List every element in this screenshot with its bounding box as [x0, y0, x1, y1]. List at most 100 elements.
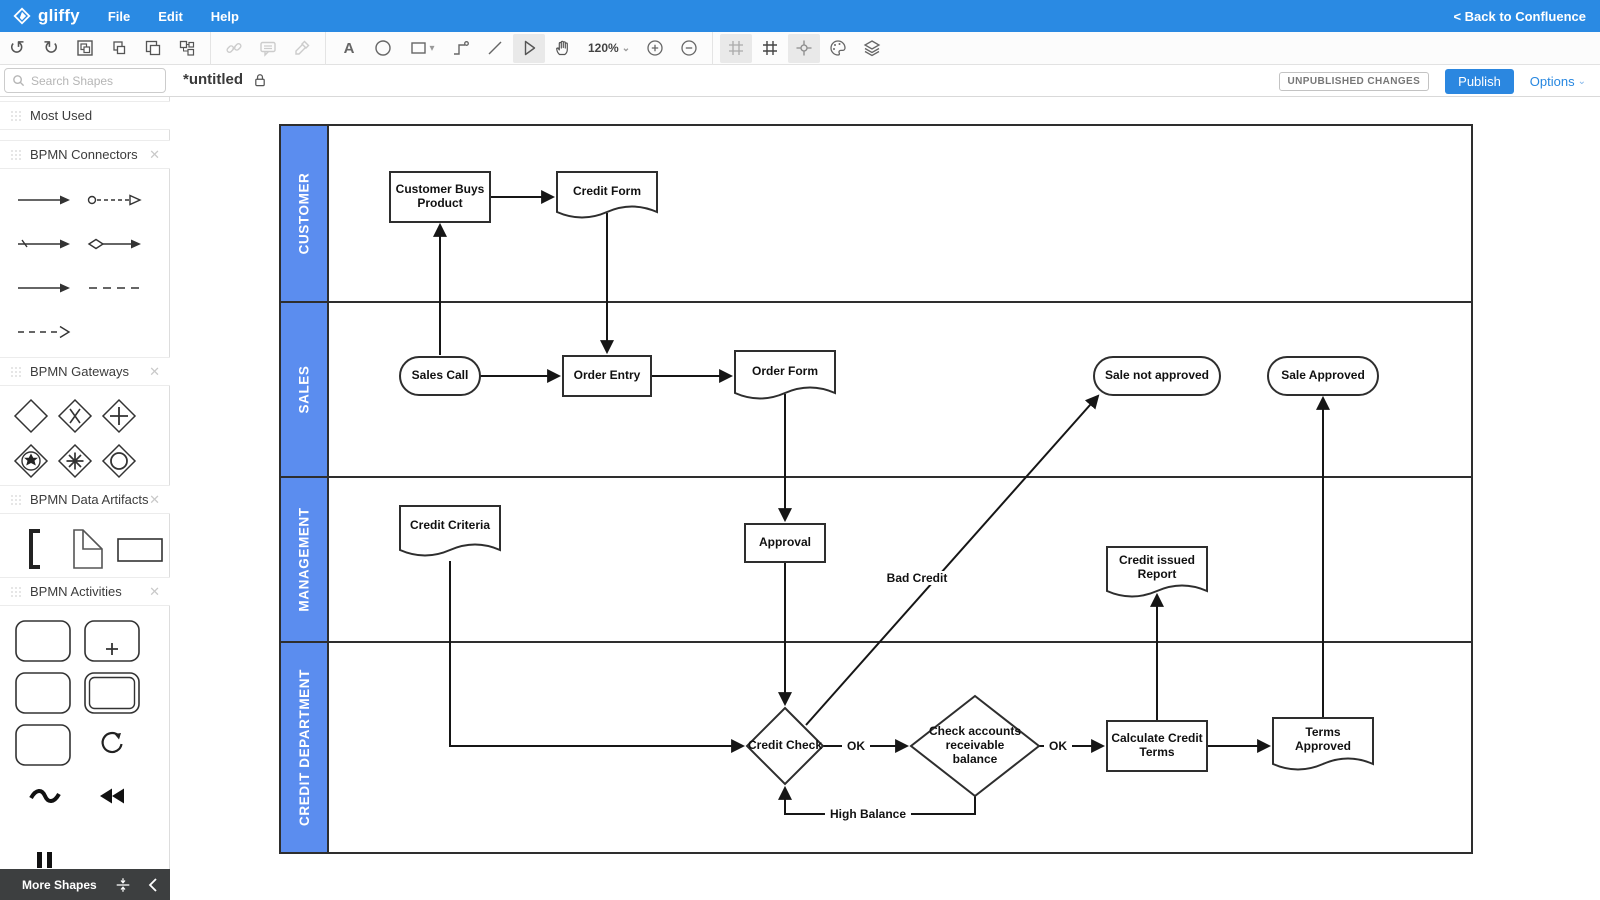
grid-dark-icon[interactable]	[754, 34, 786, 63]
shape-gateway-complex[interactable]	[57, 443, 93, 479]
close-section-icon[interactable]: ✕	[149, 146, 160, 162]
search-input[interactable]	[4, 68, 166, 93]
back-to-confluence-link[interactable]: < Back to Confluence	[1453, 8, 1586, 24]
layers-icon[interactable]	[856, 34, 888, 63]
lane-header-customer[interactable]	[279, 124, 329, 303]
sidebar-section-most-used[interactable]: Most Used	[0, 101, 170, 130]
sidebar-section-bpmn-data-artifacts[interactable]: BPMN Data Artifacts ✕	[0, 485, 170, 514]
node-credit-issued-report[interactable]	[1106, 546, 1208, 598]
lane-header-credit-department[interactable]	[279, 641, 329, 854]
menu-help[interactable]: Help	[210, 8, 239, 24]
shape-connector-dashed-arrow[interactable]	[15, 322, 73, 342]
menu-file[interactable]: File	[107, 8, 131, 24]
node-customer-buys-product[interactable]	[389, 171, 491, 223]
shape-connector-sequence-flow[interactable]	[15, 278, 73, 298]
collapse-sections-icon[interactable]	[114, 876, 132, 894]
theme-palette-icon[interactable]	[822, 34, 854, 63]
shape-library-sidebar: Most Used BPMN Connectors ✕ BPMN Gateway…	[0, 97, 170, 900]
node-order-form[interactable]	[734, 350, 836, 400]
eyedropper-icon[interactable]	[286, 34, 318, 63]
node-terms-approved[interactable]	[1272, 717, 1374, 771]
gliffy-logo[interactable]: gliffy	[12, 6, 80, 26]
node-credit-check[interactable]	[745, 706, 825, 786]
node-credit-form[interactable]	[556, 171, 658, 219]
node-credit-criteria[interactable]	[399, 505, 501, 557]
lock-icon[interactable]	[253, 72, 267, 88]
close-section-icon[interactable]: ✕	[149, 491, 160, 507]
text-tool-icon[interactable]: A	[343, 39, 355, 57]
shape-connector-solid-arrow[interactable]	[15, 190, 73, 210]
shape-gateway-exclusive-x[interactable]	[57, 398, 93, 434]
zoom-out-icon[interactable]	[673, 34, 705, 63]
diagram-canvas[interactable]: CUSTOMER SALES MANAGEMENT CREDIT DEPARTM…	[170, 97, 1600, 900]
close-section-icon[interactable]: ✕	[149, 363, 160, 379]
shape-task[interactable]	[14, 619, 72, 663]
menu-bar: File Edit Help	[108, 9, 239, 24]
undo-icon[interactable]: ↺	[9, 37, 25, 59]
shape-connector-association[interactable]	[86, 278, 144, 298]
shape-connector-default-flow[interactable]	[86, 234, 144, 254]
shape-gateway-exclusive[interactable]	[13, 398, 49, 434]
toolbar-separator	[210, 31, 211, 65]
shape-annotation-rect[interactable]	[116, 537, 164, 563]
sidebar-section-bpmn-connectors[interactable]: BPMN Connectors ✕	[0, 140, 170, 169]
snap-icon[interactable]	[788, 33, 821, 63]
ungroup-icon[interactable]	[103, 34, 135, 63]
collapse-panel-chevron-icon[interactable]	[146, 877, 160, 893]
shape-gateway-event-based[interactable]	[13, 443, 49, 479]
shape-data-object[interactable]	[68, 528, 106, 570]
drag-handle-icon[interactable]	[10, 585, 22, 598]
more-shapes-bar[interactable]: More Shapes	[0, 869, 170, 900]
connector-tool-icon[interactable]	[445, 34, 477, 63]
shape-connector-message-flow[interactable]	[86, 190, 144, 210]
comment-icon[interactable]	[252, 34, 284, 63]
zoom-level-dropdown[interactable]: 120% ⌄	[580, 41, 638, 55]
shape-loop-marker[interactable]	[97, 729, 127, 759]
document-title-text[interactable]: *untitled	[183, 71, 243, 88]
send-backward-icon[interactable]	[171, 34, 203, 63]
node-check-accounts[interactable]	[909, 694, 1041, 798]
options-label: Options	[1529, 73, 1575, 89]
lane-header-management[interactable]	[279, 476, 329, 643]
shape-transaction[interactable]	[83, 671, 141, 715]
grid-light-icon[interactable]	[720, 33, 753, 63]
line-tool-icon[interactable]	[479, 34, 511, 63]
shape-tool-icon[interactable]: ▾	[401, 34, 443, 63]
bring-forward-icon[interactable]	[137, 34, 169, 63]
drag-handle-icon[interactable]	[10, 109, 22, 122]
menu-edit[interactable]: Edit	[158, 8, 183, 24]
group-icon[interactable]	[69, 34, 101, 63]
shape-connector-conditional[interactable]	[15, 234, 73, 254]
pan-hand-icon[interactable]	[547, 34, 579, 63]
options-dropdown[interactable]: Options ⌄	[1530, 74, 1586, 89]
ellipse-tool-icon[interactable]	[367, 34, 399, 63]
drag-handle-icon[interactable]	[10, 365, 22, 378]
shape-adhoc-marker[interactable]	[28, 785, 62, 807]
node-approval[interactable]	[744, 523, 826, 563]
shape-compensation-marker[interactable]	[98, 787, 128, 805]
shape-task-plain-2[interactable]	[14, 723, 72, 767]
shape-task-plain[interactable]	[14, 671, 72, 715]
shape-gateway-parallel[interactable]	[101, 398, 137, 434]
node-calculate-credit-terms[interactable]	[1106, 720, 1208, 772]
drag-handle-icon[interactable]	[10, 493, 22, 506]
redo-icon[interactable]: ↻	[43, 37, 59, 59]
shape-subprocess[interactable]	[83, 619, 141, 663]
sidebar-section-bpmn-activities[interactable]: BPMN Activities ✕	[0, 577, 170, 606]
edge-badcredit-to-notapproved[interactable]	[805, 394, 1100, 726]
drag-handle-icon[interactable]	[10, 148, 22, 161]
shape-gateway-inclusive[interactable]	[101, 443, 137, 479]
edge-criteria-to-creditcheck[interactable]	[449, 561, 746, 753]
pointer-tool-icon[interactable]	[513, 33, 545, 63]
node-sale-approved[interactable]	[1267, 356, 1379, 396]
shape-pause-marker[interactable]	[33, 852, 57, 868]
node-sales-call[interactable]	[399, 356, 481, 396]
close-section-icon[interactable]: ✕	[149, 583, 160, 599]
zoom-in-icon[interactable]	[639, 34, 671, 63]
node-sale-not-approved[interactable]	[1093, 356, 1221, 396]
publish-button[interactable]: Publish	[1445, 68, 1514, 94]
sidebar-section-bpmn-gateways[interactable]: BPMN Gateways ✕	[0, 357, 170, 386]
shape-group-bracket[interactable]	[26, 528, 44, 570]
node-order-entry[interactable]	[562, 355, 652, 397]
link-icon[interactable]	[218, 34, 250, 63]
